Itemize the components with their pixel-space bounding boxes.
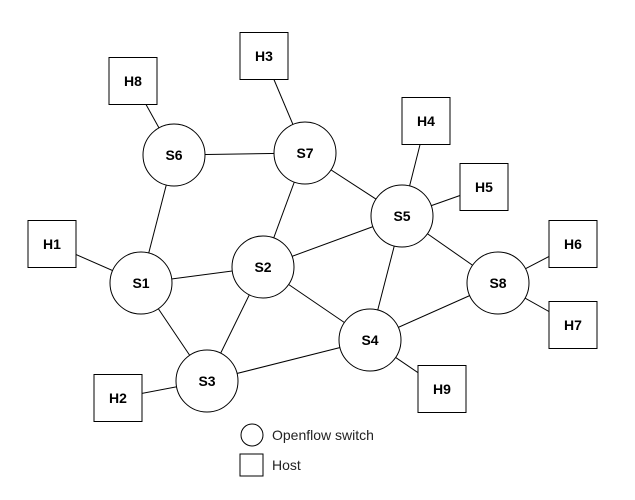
host-h3: H3	[239, 32, 289, 80]
host-label: H9	[433, 381, 451, 397]
host-box	[417, 365, 467, 413]
host-label: H3	[255, 48, 273, 64]
legend-host-label: Host	[272, 457, 301, 473]
legend-host-symbol	[239, 453, 264, 477]
switch-s8: S8	[466, 251, 530, 315]
host-label: H4	[417, 113, 435, 129]
switch-circle	[466, 251, 530, 315]
host-label: H2	[109, 390, 127, 406]
host-label: H8	[124, 73, 142, 89]
switch-s6: S6	[142, 123, 206, 187]
switch-circle	[231, 235, 295, 299]
switch-s4: S4	[338, 308, 402, 372]
switch-circle	[142, 123, 206, 187]
host-h8: H8	[108, 57, 158, 105]
switch-label: S3	[198, 373, 215, 389]
host-h9: H9	[417, 365, 467, 413]
host-h2: H2	[93, 374, 143, 422]
switch-label: S7	[296, 145, 313, 161]
switch-label: S5	[393, 208, 410, 224]
switch-s3: S3	[175, 349, 239, 413]
switch-label: S1	[132, 275, 149, 291]
switch-circle	[175, 349, 239, 413]
switch-label: S6	[165, 147, 182, 163]
legend-switch-label: Openflow switch	[272, 427, 374, 443]
switch-circle	[109, 251, 173, 315]
switch-s2: S2	[231, 235, 295, 299]
switch-s1: S1	[109, 251, 173, 315]
host-h6: H6	[548, 220, 598, 268]
host-box	[239, 32, 289, 80]
switch-label: S2	[254, 259, 271, 275]
host-label: H6	[564, 236, 582, 252]
host-box	[108, 57, 158, 105]
switch-label: S4	[361, 332, 378, 348]
switch-circle	[338, 308, 402, 372]
links-layer	[51, 55, 574, 399]
host-box	[93, 374, 143, 422]
host-h7: H7	[548, 301, 598, 349]
host-box	[548, 220, 598, 268]
switch-s7: S7	[273, 121, 337, 185]
host-h4: H4	[401, 97, 451, 145]
host-h1: H1	[27, 220, 77, 268]
switch-label: S8	[489, 275, 506, 291]
host-box	[548, 301, 598, 349]
switch-circle	[370, 184, 434, 248]
host-box	[401, 97, 451, 145]
switch-s5: S5	[370, 184, 434, 248]
legend: Openflow switch Host	[239, 423, 374, 477]
host-h5: H5	[459, 163, 509, 211]
host-label: H5	[475, 179, 493, 195]
host-box	[27, 220, 77, 268]
host-label: H1	[43, 236, 61, 252]
switch-circle	[273, 121, 337, 185]
host-label: H7	[564, 317, 582, 333]
host-box	[459, 163, 509, 211]
legend-switch-symbol	[240, 423, 264, 447]
